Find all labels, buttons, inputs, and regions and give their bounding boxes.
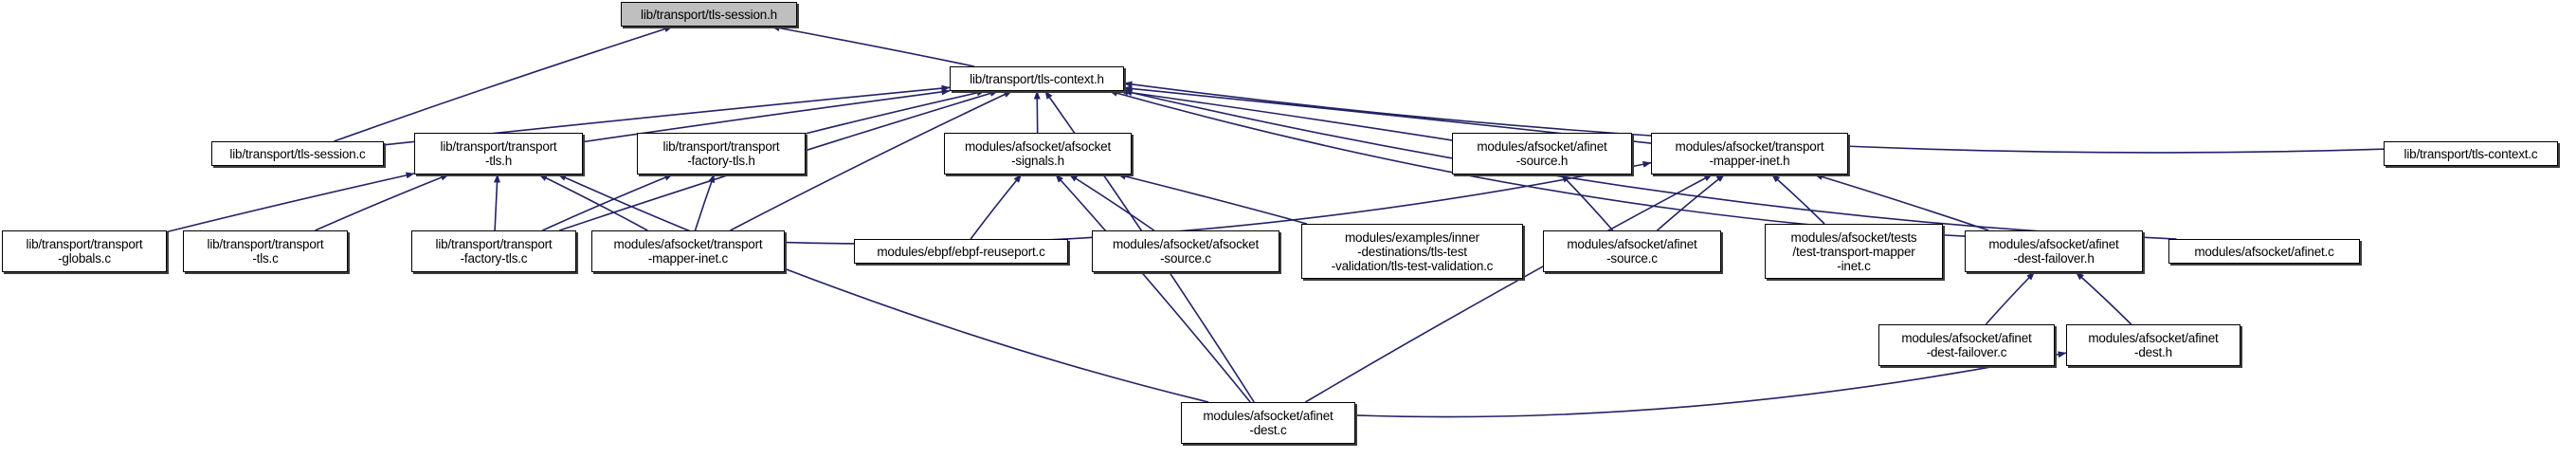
- graph-edge-tls-context-h-to-tls-session-h: [771, 25, 975, 67]
- graph-node-afsocket-signals-h[interactable]: modules/afsocket/afsocket -signals.h: [944, 133, 1132, 174]
- graph-edge-afinet-source-c-to-transport-mapper-inet-h: [1656, 174, 1725, 231]
- graph-node-transport-mapper-inet-h[interactable]: modules/afsocket/transport -mapper-inet.…: [1651, 133, 1848, 174]
- graph-edge-transport-globals-c-to-transport-tls-h: [166, 172, 415, 233]
- graph-edge-transport-factory-tls-h-to-tls-context-h: [805, 89, 986, 135]
- graph-node-ebpf-reuseport-c[interactable]: modules/ebpf/ebpf-reuseport.c: [854, 239, 1068, 264]
- graph-node-afinet-c[interactable]: modules/afsocket/afinet.c: [2168, 239, 2360, 264]
- graph-edge-afinet-dest-c-to-transport-tls-h: [557, 174, 1209, 403]
- graph-edge-afsocket-source-c-to-afsocket-signals-h: [1068, 174, 1155, 231]
- graph-node-transport-mapper-inet-c[interactable]: modules/afsocket/transport -mapper-inet.…: [591, 230, 785, 272]
- graph-node-tls-context-c[interactable]: lib/transport/tls-context.c: [2384, 141, 2558, 166]
- graph-node-transport-factory-tls-h[interactable]: lib/transport/transport -factory-tls.h: [637, 133, 806, 174]
- graph-node-tls-test-validation-c[interactable]: modules/examples/inner -destinations/tls…: [1301, 224, 1523, 279]
- graph-edge-transport-mapper-inet-c-to-transport-tls-h: [538, 174, 648, 231]
- graph-node-afinet-dest-failover-c[interactable]: modules/afsocket/afinet -dest-failover.c: [1878, 324, 2055, 366]
- graph-edge-afinet-dest-failover-c-to-afinet-dest-failover-h: [1985, 271, 2036, 325]
- graph-edge-afinet-dest-c-to-afsocket-signals-h: [1055, 174, 1251, 403]
- graph-node-transport-globals-c[interactable]: lib/transport/transport -globals.c: [2, 230, 167, 272]
- graph-edge-transport-mapper-inet-c-to-transport-factory-tls-h: [694, 174, 716, 231]
- graph-edge-transport-factory-tls-c-to-transport-tls-h: [493, 174, 500, 231]
- graph-edge-afinet-source-h-to-tls-context-h: [1119, 88, 1453, 141]
- graph-node-afinet-dest-c[interactable]: modules/afsocket/afinet -dest.c: [1181, 402, 1355, 444]
- graph-node-transport-tls-c[interactable]: lib/transport/transport -tls.c: [183, 230, 348, 272]
- graph-edge-afinet-dest-h-to-afinet-dest-failover-h: [2075, 271, 2132, 325]
- graph-node-afinet-source-h[interactable]: modules/afsocket/afinet -source.h: [1452, 133, 1632, 174]
- graph-edge-afsocket-signals-h-to-tls-context-h: [1033, 90, 1041, 134]
- graph-edge-transport-tls-c-to-transport-tls-h: [315, 174, 449, 231]
- graph-edge-transport-factory-tls-c-to-transport-factory-tls-h: [541, 174, 674, 231]
- graph-node-tls-session-h[interactable]: lib/transport/tls-session.h: [621, 2, 797, 27]
- graph-edge-ebpf-reuseport-c-to-afsocket-signals-h: [970, 174, 1023, 240]
- graph-node-afinet-dest-h[interactable]: modules/afsocket/afinet -dest.h: [2066, 324, 2240, 366]
- graph-node-transport-tls-h[interactable]: lib/transport/transport -tls.h: [414, 133, 583, 174]
- graph-edge-afinet-dest-failover-h-to-transport-mapper-inet-h: [1814, 174, 1989, 231]
- graph-node-afinet-source-c[interactable]: modules/afsocket/afinet -source.c: [1543, 230, 1721, 272]
- graph-node-test-transport-mapper-inet-c[interactable]: modules/afsocket/tests /test-transport-m…: [1765, 224, 1943, 279]
- graph-edge-tls-session-c-to-tls-session-h: [334, 26, 674, 142]
- graph-node-tls-session-c[interactable]: lib/transport/tls-session.c: [211, 141, 384, 166]
- graph-node-transport-factory-tls-c[interactable]: lib/transport/transport -factory-tls.c: [411, 230, 576, 272]
- graph-node-tls-context-h[interactable]: lib/transport/tls-context.h: [950, 66, 1124, 91]
- graph-node-afsocket-source-c[interactable]: modules/afsocket/afsocket -source.c: [1092, 230, 1279, 272]
- graph-edge-test-transport-mapper-inet-c-to-transport-mapper-inet-h: [1770, 174, 1825, 225]
- graph-edge-afinet-dest-c-to-transport-mapper-inet-h: [1304, 174, 1714, 403]
- graph-node-afinet-dest-failover-h[interactable]: modules/afsocket/afinet -dest-failover.h: [1965, 230, 2143, 272]
- graph-edge-afinet-source-c-to-afinet-source-h: [1560, 174, 1614, 231]
- graph-edge-tls-test-validation-c-to-afsocket-signals-h: [1116, 173, 1308, 225]
